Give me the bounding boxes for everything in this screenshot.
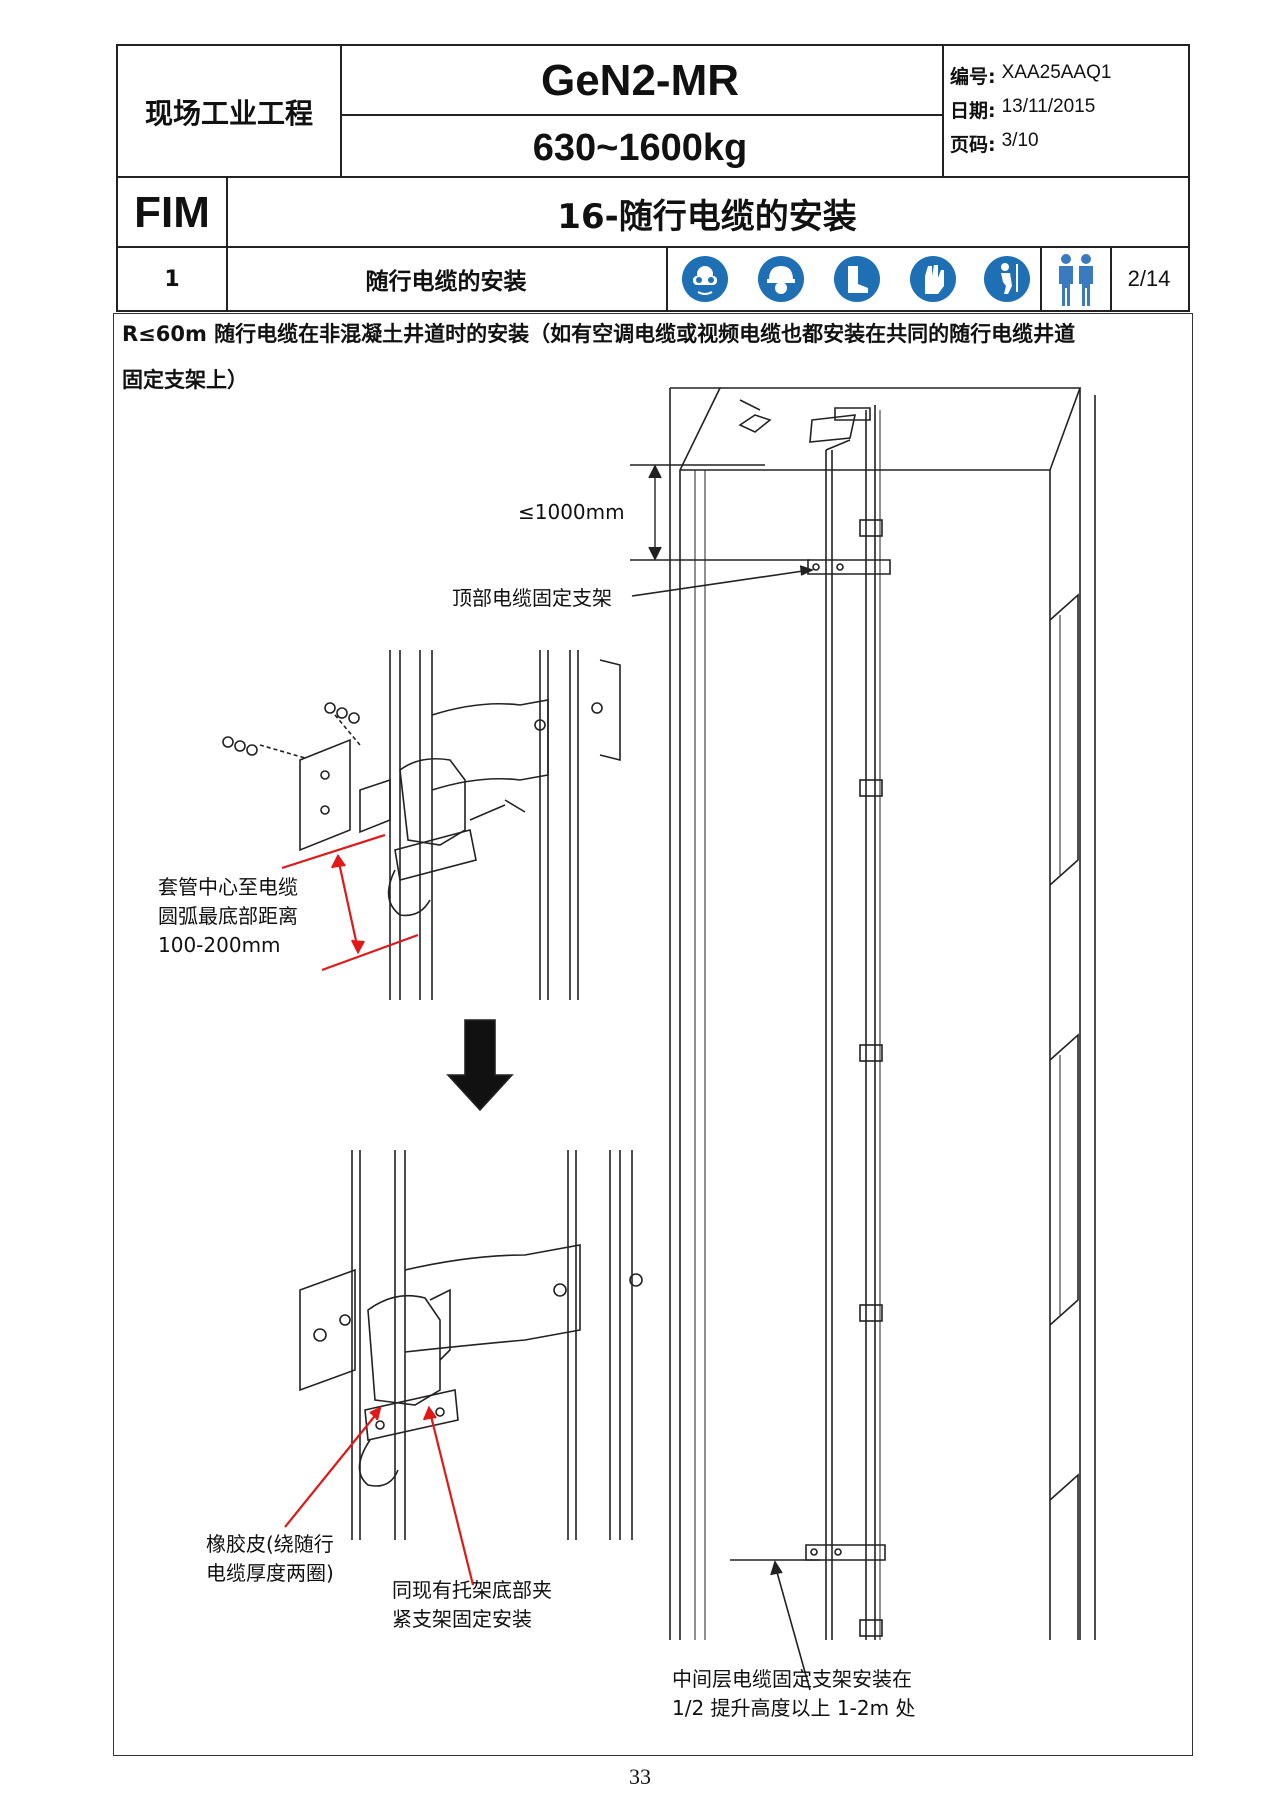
clamp-label-2: 紧支架固定安装 <box>392 1607 532 1631</box>
date: 13/11/2015 <box>1001 96 1096 117</box>
gloves-icon <box>910 256 956 302</box>
doc-number-label: 编号: <box>950 66 996 88</box>
header-table <box>116 44 1190 312</box>
page: 3/10 <box>1001 130 1039 151</box>
step-number: 1 <box>164 266 180 292</box>
clamp-label-1: 同现有托架底部夹 <box>392 1578 552 1602</box>
section-title: 16-随行电缆的安装 <box>557 196 857 237</box>
two-workers-icon <box>1050 252 1102 308</box>
content-frame <box>113 313 1193 1756</box>
divider <box>666 248 668 312</box>
middle-bracket-label-1: 中间层电缆固定支架安装在 <box>672 1667 912 1691</box>
divider <box>942 44 944 178</box>
divider <box>340 114 944 116</box>
intro-line-1: R≤60m 随行电缆在非混凝土井道时的安装（如有空调电缆或视频电缆也都安装在共同… <box>122 322 1076 346</box>
sleeve-label-2: 圆弧最底部距离 <box>158 904 298 928</box>
goggles-icon <box>682 256 728 302</box>
divider <box>226 178 228 312</box>
sleeve-label-1: 套管中心至电缆 <box>158 875 298 899</box>
helmet-icon <box>758 256 804 302</box>
sleeve-label-3: 100-200mm <box>158 933 281 957</box>
page-label: 页码: <box>950 134 996 156</box>
step-page: 2/14 <box>1127 266 1171 291</box>
divider <box>1040 248 1042 312</box>
divider <box>116 246 1190 248</box>
divider <box>1110 248 1112 312</box>
safety-boots-icon <box>834 256 880 302</box>
step-title: 随行电缆的安装 <box>365 269 527 295</box>
page-number: 33 <box>629 1764 651 1789</box>
distance-label: ≤1000mm <box>518 500 625 524</box>
middle-bracket-label-2: 1/2 提升高度以上 1-2m 处 <box>672 1696 916 1720</box>
doc-number: XAA25AAQ1 <box>1001 62 1112 83</box>
category-label: FIM <box>134 188 210 237</box>
model-name: GeN2-MR <box>540 56 740 105</box>
harness-icon <box>984 256 1030 302</box>
doc-number-row: 编号: XAA25AAQ1 <box>950 62 1111 89</box>
page-row: 页码: 3/10 <box>950 130 1039 157</box>
divider <box>116 176 1190 178</box>
company-name: 现场工业工程 <box>144 97 313 130</box>
rubber-label-1: 橡胶皮(绕随行 <box>206 1532 334 1556</box>
capacity: 630~1600kg <box>532 126 748 169</box>
intro-line-2: 固定支架上） <box>122 368 248 392</box>
date-label: 日期: <box>950 100 996 122</box>
top-bracket-label: 顶部电缆固定支架 <box>452 586 612 610</box>
rubber-label-2: 电缆厚度两圈) <box>206 1561 334 1585</box>
date-row: 日期: 13/11/2015 <box>950 96 1095 123</box>
divider <box>340 44 342 178</box>
